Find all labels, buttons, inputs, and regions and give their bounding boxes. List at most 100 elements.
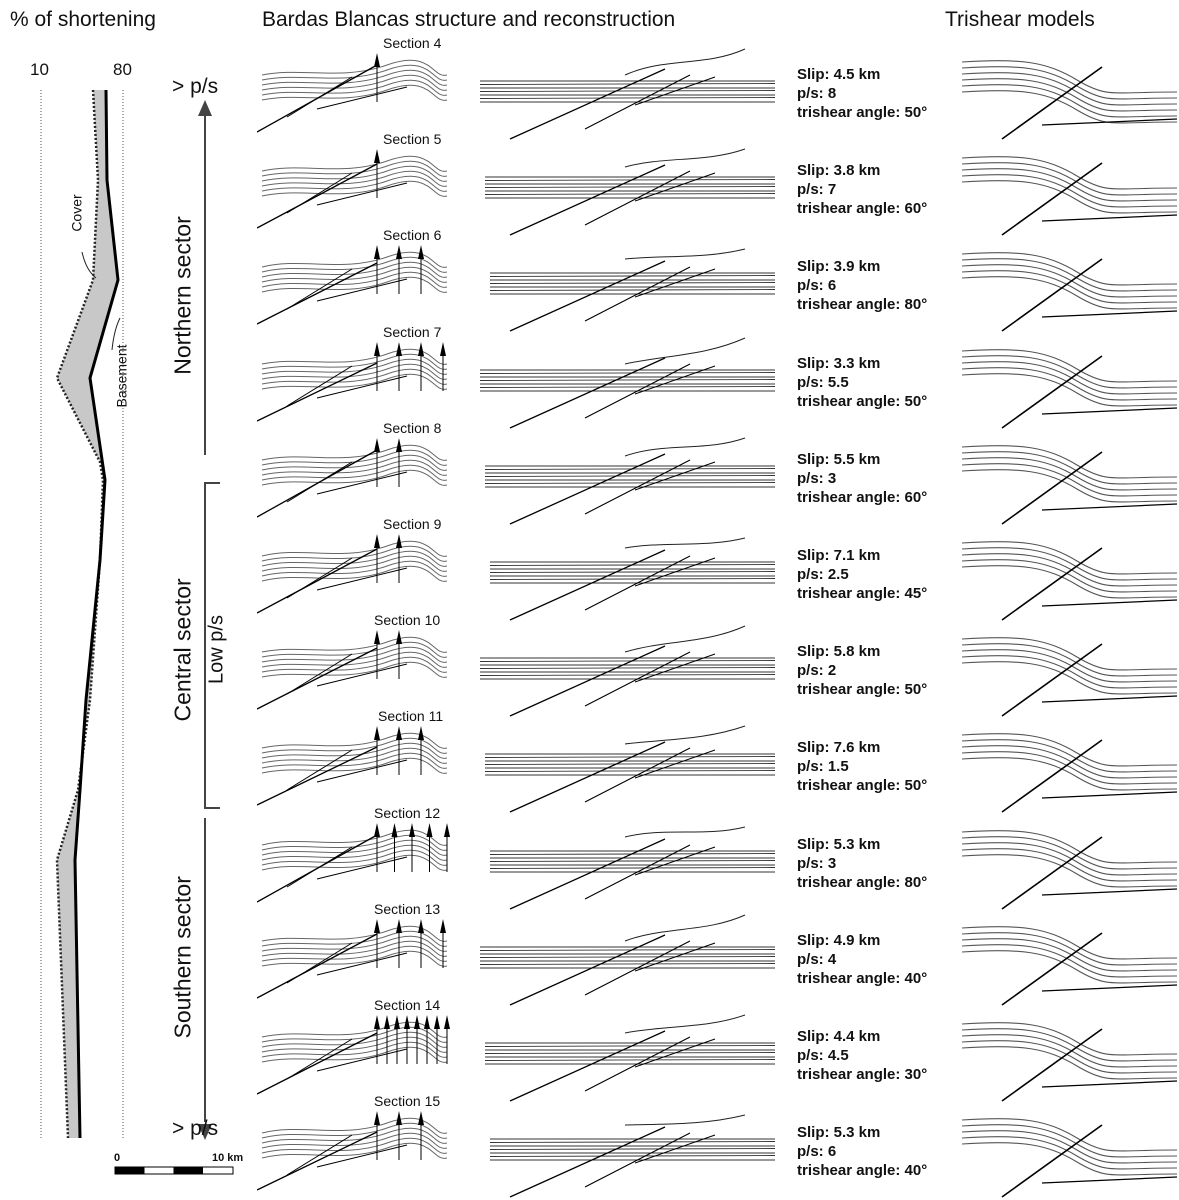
reconstruction-drawing xyxy=(475,817,780,912)
horizons xyxy=(485,149,775,198)
trishear-angle-value: trishear angle: 40° xyxy=(797,1161,927,1180)
faults xyxy=(510,742,715,812)
cross-section-drawing xyxy=(257,624,452,716)
faults xyxy=(257,263,407,324)
faults xyxy=(1002,1029,1177,1101)
folded-layers xyxy=(962,445,1177,501)
horizons xyxy=(480,338,775,391)
cross-section-drawing xyxy=(257,143,452,235)
folded-layers xyxy=(962,349,1177,405)
reconstruction-drawing xyxy=(475,913,780,1008)
faults xyxy=(1002,548,1177,620)
trishear-angle-value: trishear angle: 50° xyxy=(797,776,927,795)
scale-start: 0 xyxy=(114,1152,120,1164)
trishear-parameters: Slip: 5.3 kmp/s: 6trishear angle: 40° xyxy=(797,1123,927,1180)
folded-layers xyxy=(962,734,1177,790)
trishear-parameters: Slip: 4.9 kmp/s: 4trishear angle: 40° xyxy=(797,931,927,988)
faults xyxy=(510,935,715,1005)
trishear-angle-value: trishear angle: 30° xyxy=(797,1065,927,1084)
reconstruction-drawing xyxy=(475,239,780,334)
horizons xyxy=(480,626,775,679)
reconstruction-drawing xyxy=(475,1105,780,1200)
faults xyxy=(1002,1125,1177,1197)
cross-section-drawing xyxy=(257,1105,452,1197)
cross-section-drawing xyxy=(257,817,452,909)
ps-value: p/s: 3 xyxy=(797,469,927,488)
faults xyxy=(257,648,407,709)
cross-section-drawing xyxy=(257,432,452,524)
slip-value: Slip: 5.3 km xyxy=(797,835,927,854)
horizons xyxy=(490,827,775,872)
trishear-model-drawing xyxy=(962,720,1177,815)
trishear-angle-value: trishear angle: 40° xyxy=(797,969,927,988)
slip-value: Slip: 4.9 km xyxy=(797,931,927,950)
cross-section-drawing xyxy=(257,528,452,620)
folded-layers xyxy=(962,926,1177,982)
trishear-angle-value: trishear angle: 80° xyxy=(797,295,927,314)
high-ps-top-label: > p/s xyxy=(172,75,218,99)
faults xyxy=(1002,67,1177,139)
faults xyxy=(510,261,715,331)
ps-value: p/s: 6 xyxy=(797,276,927,295)
trishear-header: Trishear models xyxy=(945,8,1095,32)
reconstruction-drawing xyxy=(475,624,780,719)
ps-value: p/s: 1.5 xyxy=(797,757,927,776)
trishear-parameters: Slip: 3.8 kmp/s: 7trishear angle: 60° xyxy=(797,161,927,218)
folded-layers xyxy=(962,638,1177,694)
ps-value: p/s: 2.5 xyxy=(797,565,927,584)
strata xyxy=(262,830,447,870)
faults xyxy=(510,1031,715,1101)
faults xyxy=(257,450,407,517)
basement-label: Basement xyxy=(114,344,130,407)
reconstruction-drawing xyxy=(475,528,780,623)
horizons xyxy=(485,438,775,487)
trishear-parameters: Slip: 3.9 kmp/s: 6trishear angle: 80° xyxy=(797,257,927,314)
horizons xyxy=(490,249,775,294)
folded-layers xyxy=(962,1023,1177,1079)
folded-layers xyxy=(962,1119,1177,1175)
slip-value: Slip: 7.1 km xyxy=(797,546,927,565)
cross-section-drawing xyxy=(257,720,452,812)
horizons xyxy=(485,726,775,775)
trishear-parameters: Slip: 3.3 kmp/s: 5.5trishear angle: 50° xyxy=(797,354,927,411)
slip-value: Slip: 4.5 km xyxy=(797,65,927,84)
faults xyxy=(510,358,715,428)
faults xyxy=(1002,163,1177,235)
trishear-angle-value: trishear angle: 50° xyxy=(797,103,927,122)
trishear-angle-value: trishear angle: 45° xyxy=(797,584,927,603)
faults xyxy=(1002,644,1177,716)
southern-sector-label: Southern sector xyxy=(170,889,197,1039)
trishear-parameters: Slip: 5.8 kmp/s: 2trishear angle: 50° xyxy=(797,642,927,699)
horizons xyxy=(490,538,775,583)
trishear-model-drawing xyxy=(962,336,1177,431)
trishear-parameters: Slip: 4.4 kmp/s: 4.5trishear angle: 30° xyxy=(797,1027,927,1084)
ps-value: p/s: 5.5 xyxy=(797,373,927,392)
trishear-model-drawing xyxy=(962,1009,1177,1104)
reconstruction-drawing xyxy=(475,432,780,527)
faults xyxy=(1002,837,1177,909)
trishear-angle-value: trishear angle: 50° xyxy=(797,680,927,699)
low-ps-label: Low p/s xyxy=(206,605,229,695)
faults xyxy=(510,839,715,909)
strata xyxy=(262,445,447,485)
slip-value: Slip: 4.4 km xyxy=(797,1027,927,1046)
faults xyxy=(510,550,715,620)
faults xyxy=(510,69,715,139)
slip-value: Slip: 3.8 km xyxy=(797,161,927,180)
trishear-parameters: Slip: 4.5 kmp/s: 8trishear angle: 50° xyxy=(797,65,927,122)
cross-section-drawing xyxy=(257,336,452,428)
folded-layers xyxy=(962,157,1177,213)
trishear-angle-value: trishear angle: 80° xyxy=(797,873,927,892)
cross-section-drawing xyxy=(257,47,452,139)
cross-section-drawing xyxy=(257,913,452,1005)
ps-value: p/s: 3 xyxy=(797,854,927,873)
slip-value: Slip: 5.3 km xyxy=(797,1123,927,1142)
trishear-model-drawing xyxy=(962,528,1177,623)
central-sector-label: Central sector xyxy=(170,582,197,722)
folded-layers xyxy=(962,830,1177,886)
faults xyxy=(1002,452,1177,524)
wells xyxy=(374,823,450,872)
faults xyxy=(510,165,715,235)
shortening-fill xyxy=(57,90,118,1138)
